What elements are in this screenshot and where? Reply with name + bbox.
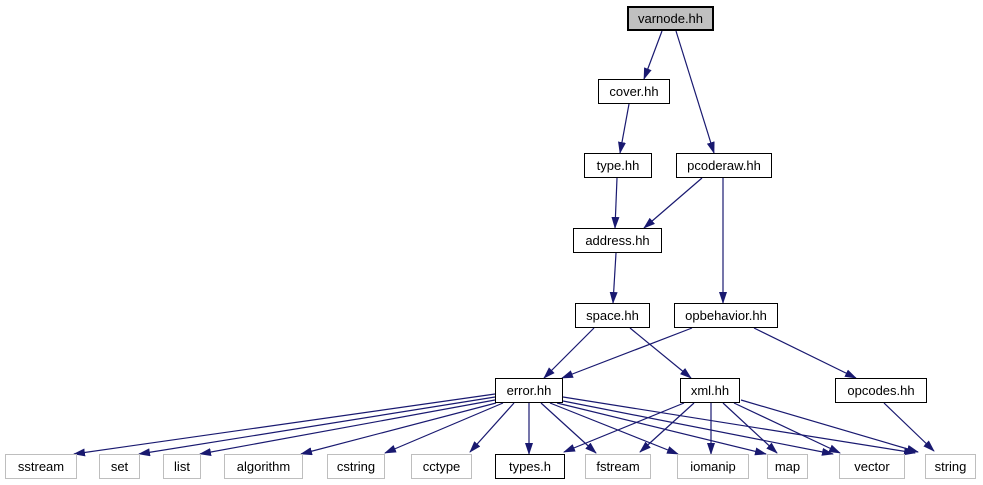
edge-opbehavior-hh-to-opcodes-hh (753, 327, 857, 379)
node-label: type.hh (596, 158, 640, 173)
node-varnode-hh: varnode.hh (627, 6, 714, 31)
node-opcodes-hh[interactable]: opcodes.hh (835, 378, 927, 403)
node-type-hh[interactable]: type.hh (584, 153, 652, 178)
edge-error-hh-to-cstring (384, 402, 504, 454)
edge-error-hh-to-list (199, 399, 496, 456)
node-xml-hh[interactable]: xml.hh (680, 378, 740, 403)
edge-error-hh-to-cctype (469, 402, 515, 453)
node-label: pcoderaw.hh (687, 158, 761, 173)
node-vector: vector (839, 454, 905, 479)
edge-type-hh-to-address-hh (611, 177, 620, 229)
node-space-hh[interactable]: space.hh (575, 303, 650, 328)
node-label: set (110, 459, 129, 474)
node-label: error.hh (506, 383, 552, 398)
node-label: address.hh (585, 233, 650, 248)
edge-xml-hh-to-types-h (563, 402, 685, 453)
node-label: sstream (17, 459, 65, 474)
node-cover-hh[interactable]: cover.hh (598, 79, 670, 104)
edge-error-hh-to-vector (562, 400, 834, 456)
node-label: fstream (596, 459, 640, 474)
node-label: opbehavior.hh (685, 308, 767, 323)
node-pcoderaw-hh[interactable]: pcoderaw.hh (676, 153, 772, 178)
edge-xml-hh-to-vector (733, 402, 841, 454)
edge-xml-hh-to-string (740, 399, 919, 453)
node-cstring: cstring (327, 454, 385, 479)
edge-error-hh-to-map (556, 402, 767, 456)
node-fstream: fstream (585, 454, 651, 479)
node-list: list (163, 454, 201, 479)
edge-address-hh-to-space-hh (609, 252, 618, 304)
node-label: space.hh (586, 308, 639, 323)
edge-space-hh-to-error-hh (543, 327, 595, 379)
node-opbehavior-hh[interactable]: opbehavior.hh (674, 303, 778, 328)
node-label: map (774, 459, 801, 474)
edge-opcodes-hh-to-string (883, 402, 935, 452)
edge-cover-hh-to-type-hh (618, 103, 630, 154)
node-label: types.h (509, 459, 551, 474)
edge-opbehavior-hh-to-error-hh (561, 327, 693, 379)
edge-space-hh-to-xml-hh (629, 327, 692, 379)
node-label: cover.hh (609, 84, 659, 99)
edge-error-hh-to-set (138, 396, 496, 457)
node-algorithm: algorithm (224, 454, 303, 479)
node-cctype: cctype (411, 454, 472, 479)
node-set: set (99, 454, 140, 479)
node-label: cctype (422, 459, 461, 474)
node-label: list (174, 459, 190, 474)
node-label: iomanip (690, 459, 736, 474)
node-iomanip: iomanip (677, 454, 749, 479)
edge-varnode-hh-to-cover-hh (643, 30, 663, 80)
node-string: string (925, 454, 976, 479)
edge-pcoderaw-hh-to-address-hh (643, 177, 703, 229)
node-label: vector (854, 459, 890, 474)
node-address-hh[interactable]: address.hh (573, 228, 662, 253)
node-types-h[interactable]: types.h (495, 454, 565, 479)
node-label: algorithm (236, 459, 291, 474)
edge-varnode-hh-to-pcoderaw-hh (675, 30, 715, 154)
node-label: string (934, 459, 967, 474)
edge-xml-hh-to-fstream (639, 402, 695, 453)
node-label: xml.hh (690, 383, 730, 398)
edge-error-hh-to-iomanip (549, 402, 679, 455)
edge-error-hh-to-algorithm (300, 402, 497, 456)
node-error-hh[interactable]: error.hh (495, 378, 563, 403)
edge-xml-hh-to-map (722, 402, 778, 454)
edge-error-hh-to-fstream (540, 402, 597, 454)
node-label: opcodes.hh (847, 383, 915, 398)
node-label: cstring (336, 459, 376, 474)
node-sstream: sstream (5, 454, 77, 479)
node-label: varnode.hh (637, 11, 704, 26)
node-map: map (767, 454, 808, 479)
edge-error-hh-to-sstream (73, 393, 496, 457)
edge-error-hh-to-string (562, 396, 916, 456)
